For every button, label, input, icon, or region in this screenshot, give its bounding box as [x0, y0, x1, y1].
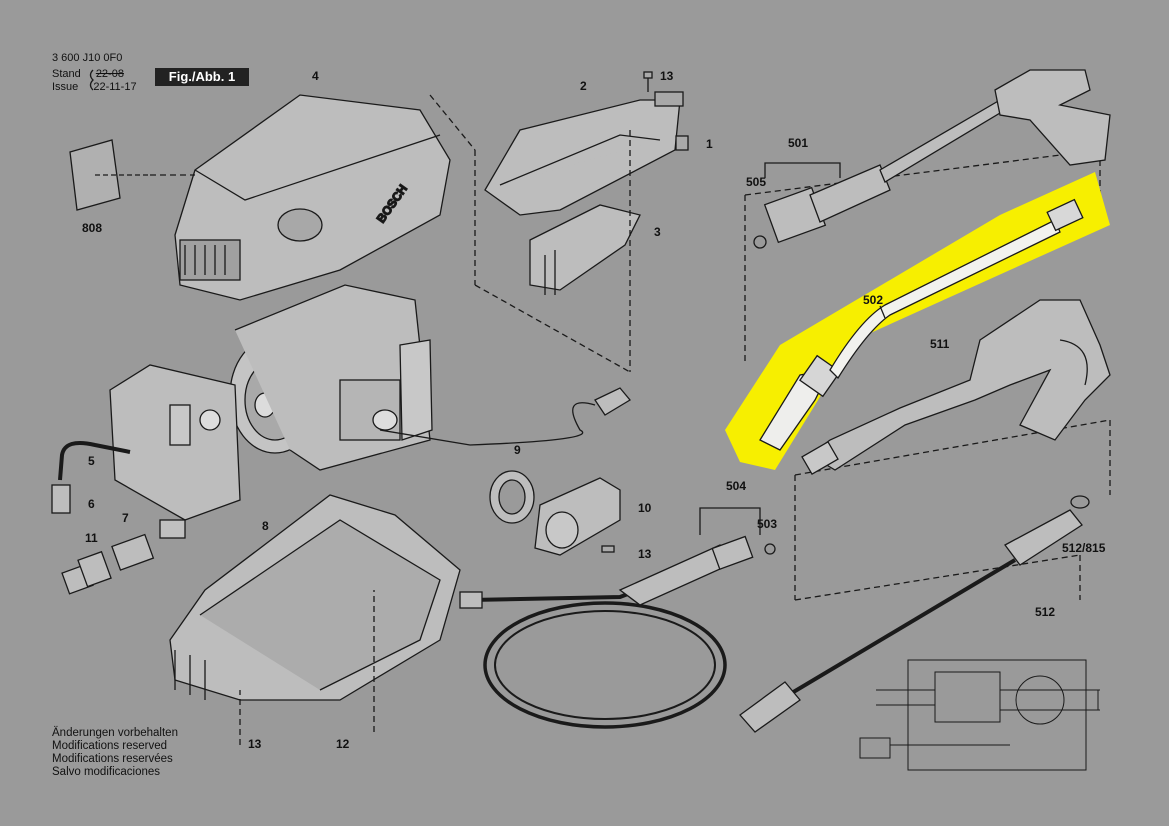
doc-number: 3 600 J10 0F0 [52, 52, 123, 64]
spray-gun-511 [801, 299, 1111, 476]
leader-502 [879, 305, 886, 319]
header-brace [89, 69, 94, 91]
document-header: 3 600 J10 0F0 Stand 22-08 Issue 22-11-17 [52, 52, 137, 94]
screw-1 [675, 135, 689, 151]
part-13c-label: 13 [248, 737, 262, 751]
stand-value: 22-08 [95, 68, 124, 80]
part-3-label: 3 [654, 225, 661, 239]
part-10-label: 10 [638, 501, 652, 515]
motor-assembly [229, 284, 433, 471]
nozzle-501 [753, 164, 891, 249]
part-12-label: 12 [336, 737, 350, 751]
handle-bracket-3 [529, 204, 641, 295]
part-9-label: 9 [514, 443, 521, 457]
part-8-label: 8 [262, 519, 269, 533]
note-fr: Modifications reservées [52, 753, 173, 765]
part-503-label: 503 [757, 517, 777, 531]
filter-7 [111, 533, 155, 571]
part-512-label: 512 [1035, 605, 1055, 619]
base-housing-8 [169, 494, 461, 701]
part-502-label: 502 [863, 293, 883, 307]
coupling-11 [61, 550, 112, 595]
part-501-label: 501 [788, 136, 808, 150]
part-5-label: 5 [88, 454, 95, 468]
part-505-label: 505 [746, 175, 766, 189]
note-de: Änderungen vorbehalten [52, 727, 178, 739]
screw-13-top [643, 71, 653, 79]
part-512-815-label: 512/815 [1062, 541, 1106, 555]
part-504-label: 504 [726, 479, 746, 493]
connector-6 [51, 484, 71, 514]
part-1-label: 1 [706, 137, 713, 151]
issue-value: 22-11-17 [93, 81, 137, 93]
hose-504 [459, 535, 776, 729]
note-en: Modifications reserved [52, 740, 168, 752]
part-2-label: 2 [580, 79, 587, 93]
power-plug [594, 387, 631, 416]
part-808-label: 808 [82, 221, 102, 235]
part-4-label: 4 [312, 69, 319, 83]
figure-label: Fig./Abb. 1 [155, 68, 249, 86]
cover-10 [534, 477, 621, 556]
modification-notes: Änderungen vorbehalten Modifications res… [52, 727, 178, 779]
part-7-label: 7 [122, 511, 129, 525]
part-11-label: 11 [85, 531, 98, 545]
pump-assembly [109, 364, 241, 539]
spray-gun-upper [879, 69, 1111, 183]
part-13a-label: 13 [660, 69, 674, 83]
part-511-label: 511 [930, 337, 950, 351]
screw-13-mid [601, 545, 615, 553]
carry-handle-2 [484, 91, 684, 216]
note-es: Salvo modificaciones [52, 766, 161, 778]
tube-5 [58, 441, 131, 481]
leader-lines [150, 94, 1111, 745]
extension-lance-502 [759, 198, 1084, 451]
housing-cover-4: BOSCH [174, 94, 451, 301]
lance-512 [739, 495, 1090, 733]
wiring-schematic [859, 659, 1100, 771]
part-13b-label: 13 [638, 547, 652, 561]
stand-label: Stand [52, 68, 81, 80]
part-6-label: 6 [88, 497, 95, 511]
issue-label: Issue [52, 81, 79, 93]
